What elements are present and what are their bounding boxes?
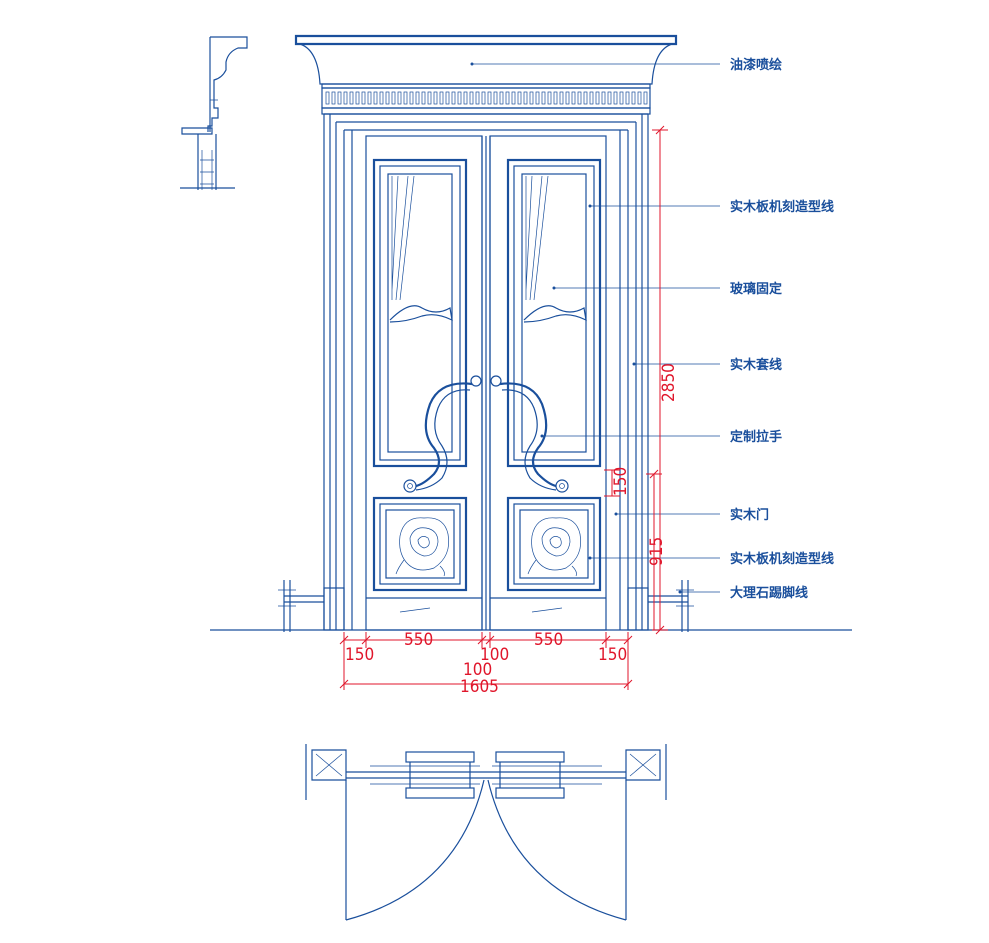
dentil (583, 91, 588, 105)
dentil (553, 91, 558, 105)
dentil (595, 91, 600, 105)
dentil (559, 91, 564, 105)
dentil (643, 91, 648, 105)
dim-150-left: 150 (345, 645, 374, 665)
door-casing (323, 113, 649, 631)
label-handle: 定制拉手 (729, 429, 782, 445)
dentil (505, 91, 510, 105)
dentil (571, 91, 576, 105)
horizontal-dimensions: 150 550 100 550 150 100 1605 (339, 630, 633, 697)
dentil (421, 91, 426, 105)
dentil (577, 91, 582, 105)
dim-100-center: 100 (463, 660, 492, 680)
dentil (379, 91, 384, 105)
dim-550-right: 550 (534, 630, 563, 650)
door-plan-view (305, 744, 667, 921)
leader-lines (470, 62, 720, 594)
dentil (457, 91, 462, 105)
dentil (331, 91, 336, 105)
dim-2850: 2850 (659, 363, 679, 402)
dentil (565, 91, 570, 105)
dentil (487, 91, 492, 105)
dentil (625, 91, 630, 105)
dentil (385, 91, 390, 105)
dim-150-right: 150 (598, 645, 627, 665)
glass-panels (372, 158, 602, 468)
dentil (355, 91, 360, 105)
dentil (589, 91, 594, 105)
dentil (451, 91, 456, 105)
dentil (445, 91, 450, 105)
dentil (409, 91, 414, 105)
dentil (415, 91, 420, 105)
dentil (511, 91, 516, 105)
dim-1605: 1605 (460, 677, 499, 697)
custom-handle-right (490, 375, 569, 493)
dentil (373, 91, 378, 105)
dentil (535, 91, 540, 105)
dentil (391, 91, 396, 105)
cornice-profile-detail (180, 36, 248, 190)
dentil (397, 91, 402, 105)
dentil (325, 91, 330, 105)
dim-915: 915 (647, 537, 667, 566)
label-carve-bottom: 实木板机刻造型线 (730, 551, 834, 567)
marble-skirting (278, 580, 694, 632)
dentil (493, 91, 498, 105)
dentil (529, 91, 534, 105)
dentil (469, 91, 474, 105)
vertical-dimensions: 2850 915 150 (604, 125, 679, 635)
dim-150: 150 (611, 467, 631, 496)
dentil (523, 91, 528, 105)
cornice-dentils (325, 91, 648, 105)
dentil (607, 91, 612, 105)
label-carve-top: 实木板机刻造型线 (730, 199, 834, 215)
dentil (361, 91, 366, 105)
dim-550-left: 550 (404, 630, 433, 650)
label-marble: 大理石踢脚线 (730, 585, 808, 601)
dentil (541, 91, 546, 105)
dentil (517, 91, 522, 105)
dentil (439, 91, 444, 105)
dentil (433, 91, 438, 105)
label-casing: 实木套线 (730, 357, 782, 373)
dentil (463, 91, 468, 105)
dentil (547, 91, 552, 105)
dentil (343, 91, 348, 105)
dentil (613, 91, 618, 105)
custom-handle-left (403, 375, 482, 493)
dentil (337, 91, 342, 105)
dentil (619, 91, 624, 105)
dentil (349, 91, 354, 105)
label-glass: 玻璃固定 (730, 281, 782, 297)
dentil (637, 91, 642, 105)
dentil (481, 91, 486, 105)
dentil (427, 91, 432, 105)
label-door: 实木门 (730, 507, 769, 523)
dentil (475, 91, 480, 105)
label-paint: 油漆喷绘 (730, 57, 782, 73)
carved-panels (372, 496, 602, 613)
dentil (367, 91, 372, 105)
dentil (499, 91, 504, 105)
dentil (601, 91, 606, 105)
dentil (403, 91, 408, 105)
dentil (631, 91, 636, 105)
door-cornice (294, 34, 678, 115)
door-leaves (365, 135, 607, 631)
rose-ornament-right (527, 517, 582, 577)
annotation-labels: 油漆喷绘 实木板机刻造型线 玻璃固定 实木套线 定制拉手 实木门 实木板机刻造型… (729, 57, 834, 601)
dim-100-gap: 100 (480, 645, 509, 665)
rose-ornament-left (395, 517, 450, 577)
